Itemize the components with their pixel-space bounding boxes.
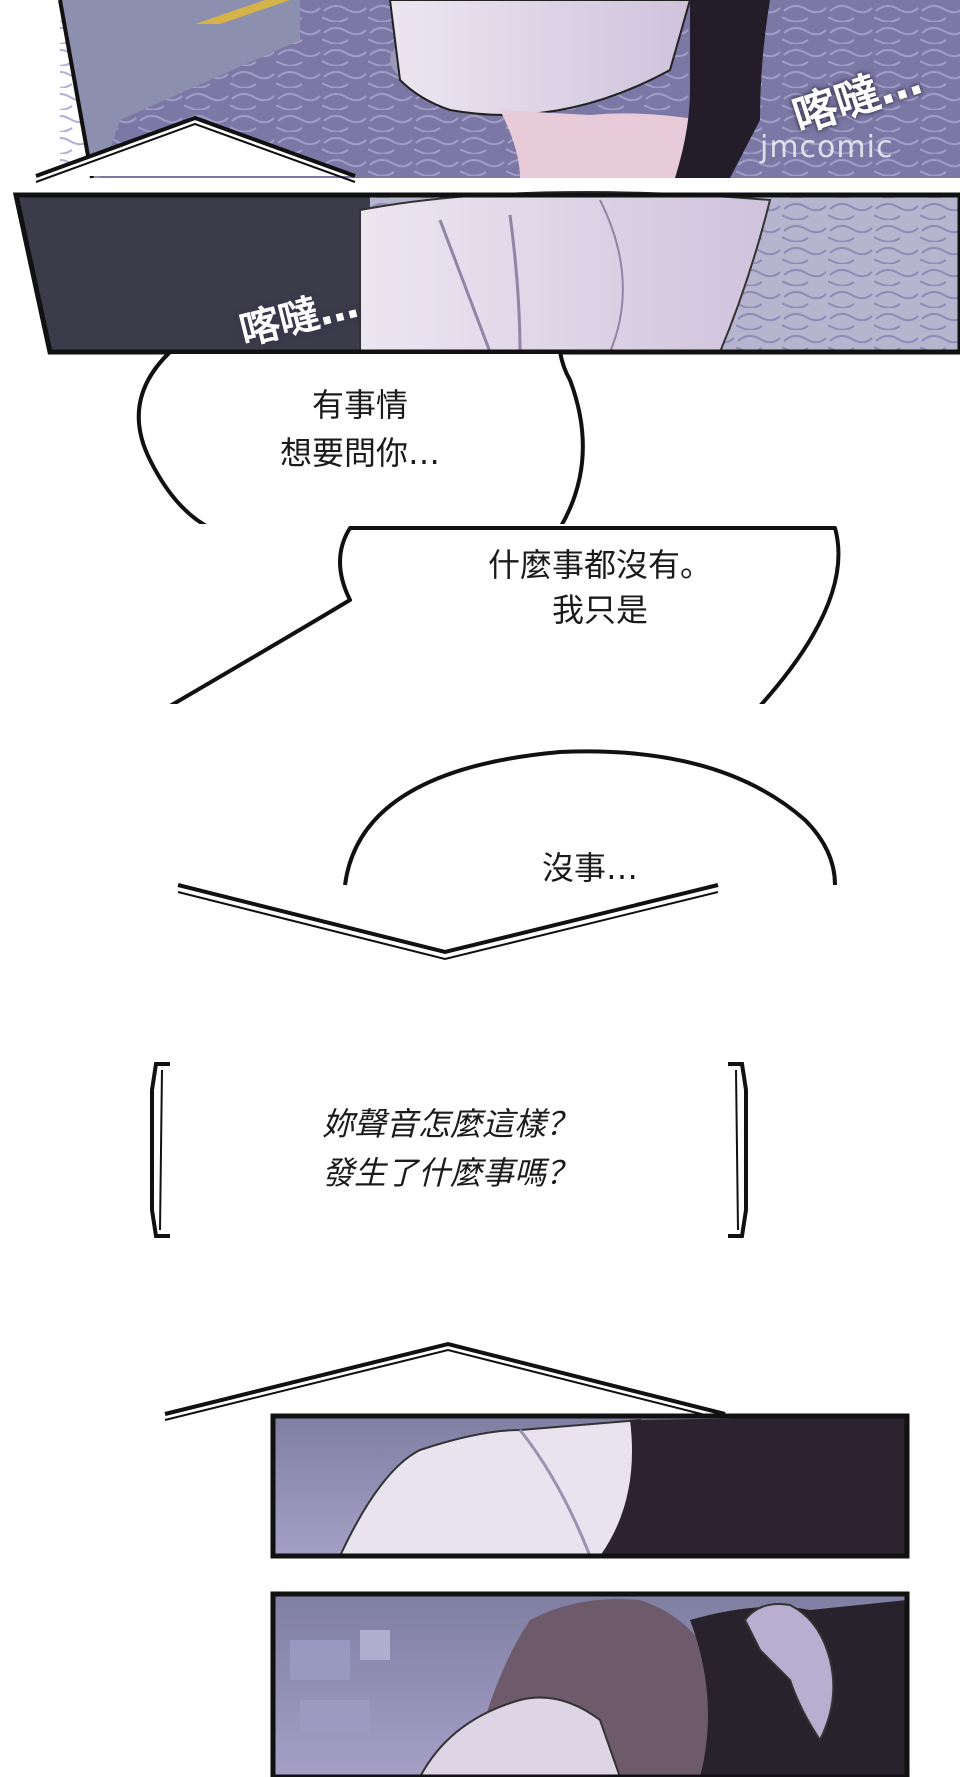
bubble-1-line-1: 有事情: [311, 386, 408, 424]
panel-4-hair: [270, 1591, 910, 1777]
chevron-middle: [177, 883, 719, 955]
watermark: jmcomic: [760, 130, 894, 165]
chevron-top: [35, 115, 356, 178]
chevron-bottom: [164, 1341, 726, 1416]
bubble-3: [343, 749, 837, 886]
panel-1-feet: [58, 0, 960, 179]
bubble-1-line-2: 想要問你…: [279, 434, 440, 472]
panel-2-coat: [12, 191, 960, 355]
caption-line-1: 妳聲音怎麼這樣？: [321, 1105, 578, 1143]
bubble-2-line-2: 我只是: [551, 591, 648, 629]
panel-3-collar: [270, 1413, 910, 1559]
caption-line-2: 發生了什麼事嗎？: [321, 1154, 578, 1192]
bubble-2: [168, 526, 841, 708]
bubble-3-line-1: 沒事…: [541, 849, 638, 887]
bubble-2-line-1: 什麼事都沒有。: [487, 546, 712, 584]
caption-box: [150, 1062, 748, 1238]
